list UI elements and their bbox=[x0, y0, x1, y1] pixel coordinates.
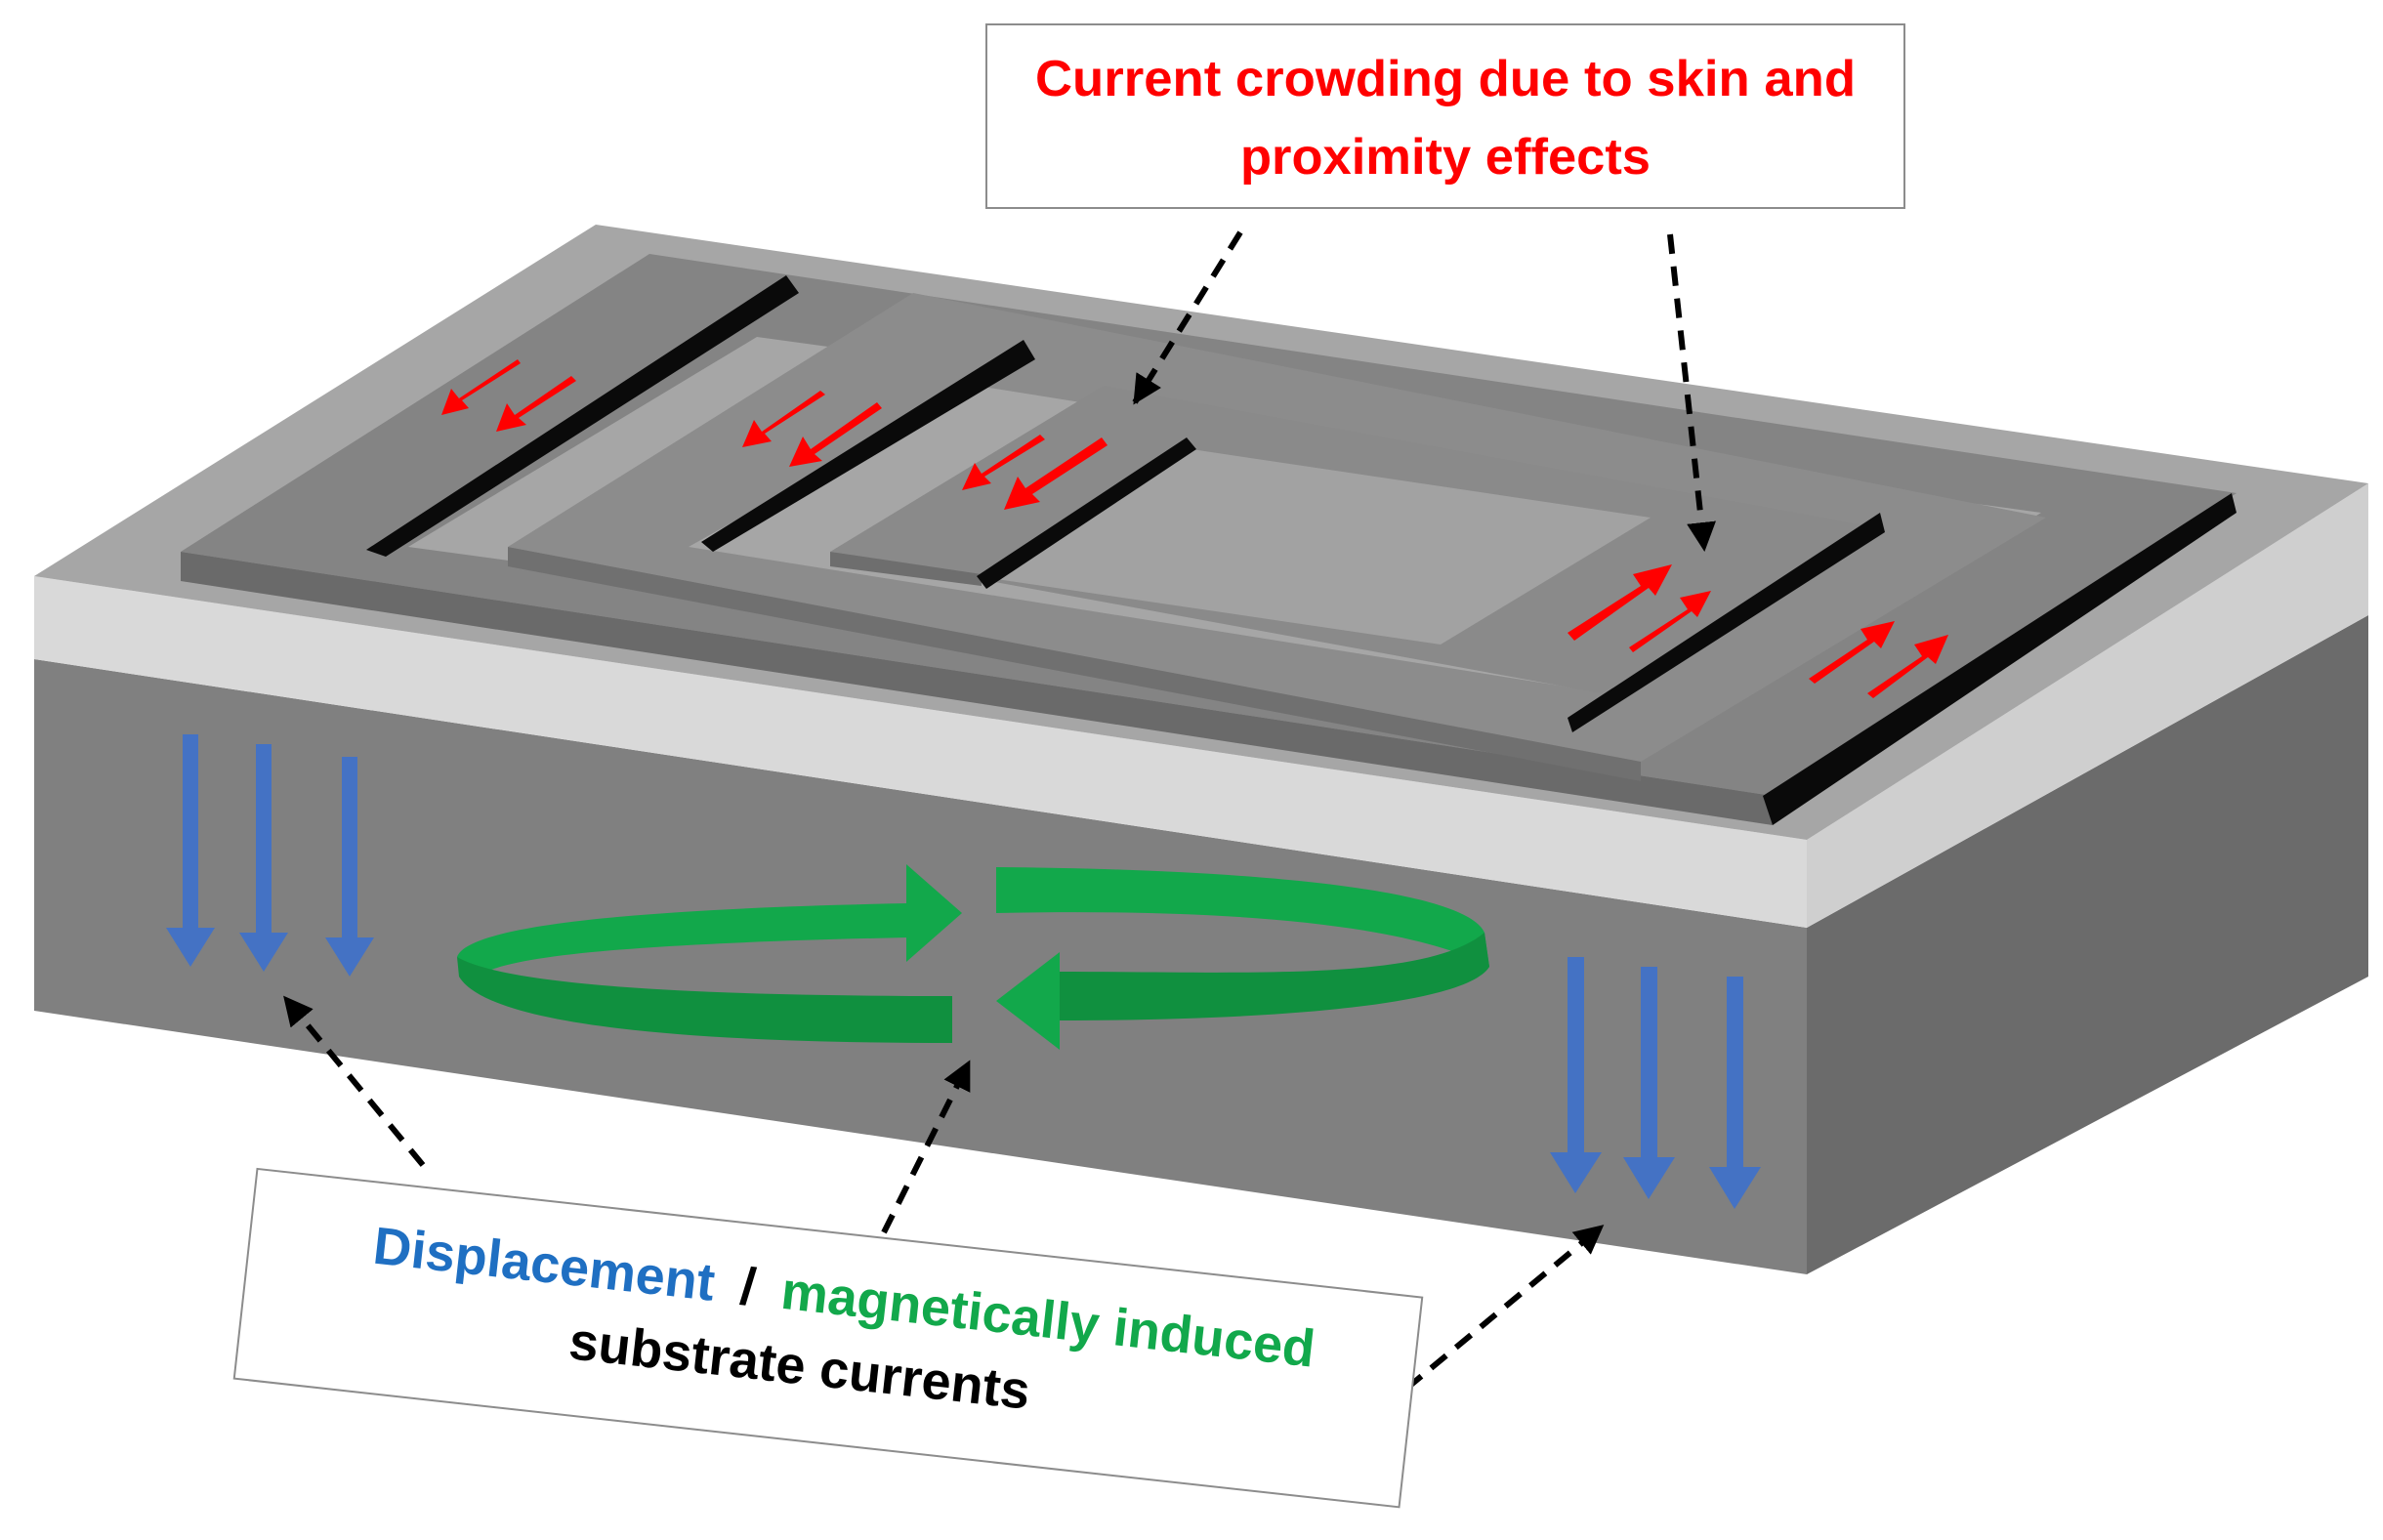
inner-turn-front-edge bbox=[830, 552, 982, 586]
red-current-arrow-pair bbox=[441, 359, 576, 432]
red-current-arrow bbox=[496, 376, 576, 432]
green-circular-arrow bbox=[457, 864, 1489, 1050]
blue-down-arrow bbox=[1709, 977, 1761, 1209]
red-current-arrow bbox=[789, 402, 882, 467]
eddy-arrow-head-top bbox=[906, 864, 962, 962]
middle-turn-front-edge bbox=[508, 547, 1641, 781]
eddy-loop-back-band bbox=[457, 903, 908, 977]
outer-turn-front-edge bbox=[181, 552, 1773, 825]
red-current-arrow-pair bbox=[1568, 564, 1711, 652]
spiral-inductor bbox=[181, 254, 2237, 825]
callout-box bbox=[232, 1167, 1424, 1509]
conductor-edge bbox=[366, 275, 799, 557]
red-current-arrow bbox=[441, 359, 521, 415]
conductor-edges bbox=[366, 275, 2237, 825]
dashed-pointer-arrow bbox=[1132, 230, 1243, 405]
conductor-edge bbox=[1568, 513, 1885, 732]
substrate-front-face bbox=[34, 659, 1807, 1274]
eddy-loop-back-band-right bbox=[996, 867, 1489, 967]
eddy-loop-front-band-right bbox=[1060, 933, 1489, 1020]
dashed-pointer-arrow bbox=[282, 995, 426, 1167]
callout-line-1: Current crowding due to skin and bbox=[1035, 51, 1856, 107]
eddy-arrow-head-bottom bbox=[996, 952, 1060, 1050]
callout-box bbox=[985, 23, 1905, 209]
dashed-pointer-arrow bbox=[1404, 1224, 1605, 1392]
inner-turn-center-hole bbox=[977, 449, 1651, 645]
substrate-currents-callout: Displacement / magnetically induced subs… bbox=[232, 1167, 1424, 1509]
conductor-edge bbox=[701, 340, 1035, 552]
red-current-arrow bbox=[1809, 621, 1895, 684]
blue-down-arrow bbox=[239, 744, 288, 972]
oxide-layer-front bbox=[34, 576, 1807, 928]
red-current-arrow bbox=[1004, 437, 1108, 510]
callout-line-2: proximity effects bbox=[1240, 129, 1651, 186]
red-current-arrow bbox=[1568, 564, 1672, 641]
substrate-side-face bbox=[1807, 615, 2368, 1274]
displacement-arrows-right bbox=[1550, 957, 1761, 1209]
conductor-edge bbox=[977, 437, 1196, 589]
red-current-arrow-pair bbox=[742, 391, 882, 467]
current-arrows bbox=[441, 359, 1948, 698]
blue-down-arrow bbox=[1623, 967, 1675, 1199]
crowding-callout: Current crowding due to skin and proximi… bbox=[985, 23, 1905, 209]
displacement-arrows-left bbox=[166, 734, 374, 977]
eddy-loop-front-band-left bbox=[457, 957, 952, 1043]
red-current-arrow bbox=[1867, 635, 1948, 698]
conductor-edge bbox=[1763, 493, 2237, 825]
red-current-arrow bbox=[962, 435, 1045, 490]
red-current-arrow-pair bbox=[1809, 621, 1948, 698]
pointer-arrows bbox=[282, 230, 1716, 1392]
red-current-arrow bbox=[1629, 591, 1711, 652]
dashed-pointer-arrow bbox=[1667, 233, 1716, 552]
oxide-layer-side bbox=[1807, 483, 2368, 928]
red-current-arrow bbox=[742, 391, 825, 447]
blue-down-arrow bbox=[1550, 957, 1602, 1193]
blue-down-arrow bbox=[166, 734, 215, 967]
blue-down-arrow bbox=[325, 757, 374, 977]
red-current-arrow-pair bbox=[962, 435, 1108, 510]
